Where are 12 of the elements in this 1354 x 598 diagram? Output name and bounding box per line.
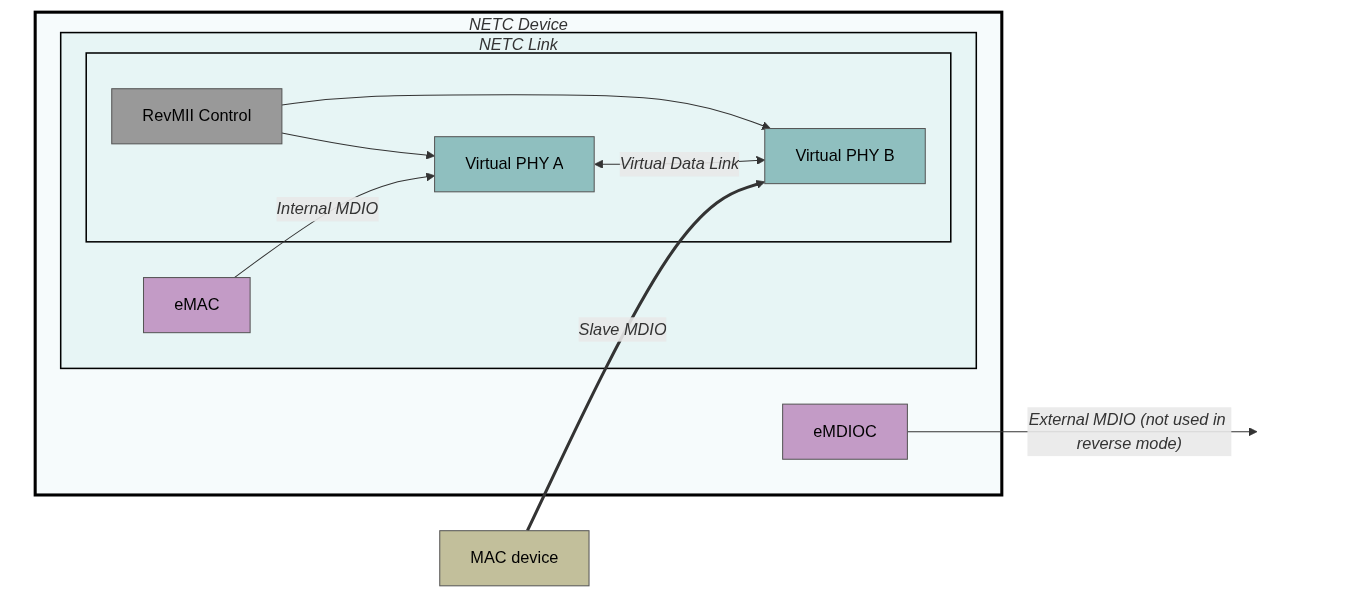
arrow — [526, 180, 766, 532]
node-box: eMAC — [143, 277, 251, 334]
edge-label: Virtual Data Link — [619, 155, 740, 173]
node-box: Virtual PHY A — [434, 136, 595, 193]
node-box: Virtual PHY B — [764, 128, 927, 185]
edge-label: Internal MDIO — [276, 200, 379, 218]
node-box: MAC device — [439, 530, 590, 587]
edge-label: Slave MDIO — [578, 320, 667, 338]
node-box: RevMII Control — [111, 88, 283, 145]
cluster — [85, 52, 952, 243]
node-box: eMDIOC — [782, 403, 909, 460]
edge-label: External MDIO (not used in reverse mode) — [1028, 410, 1226, 453]
